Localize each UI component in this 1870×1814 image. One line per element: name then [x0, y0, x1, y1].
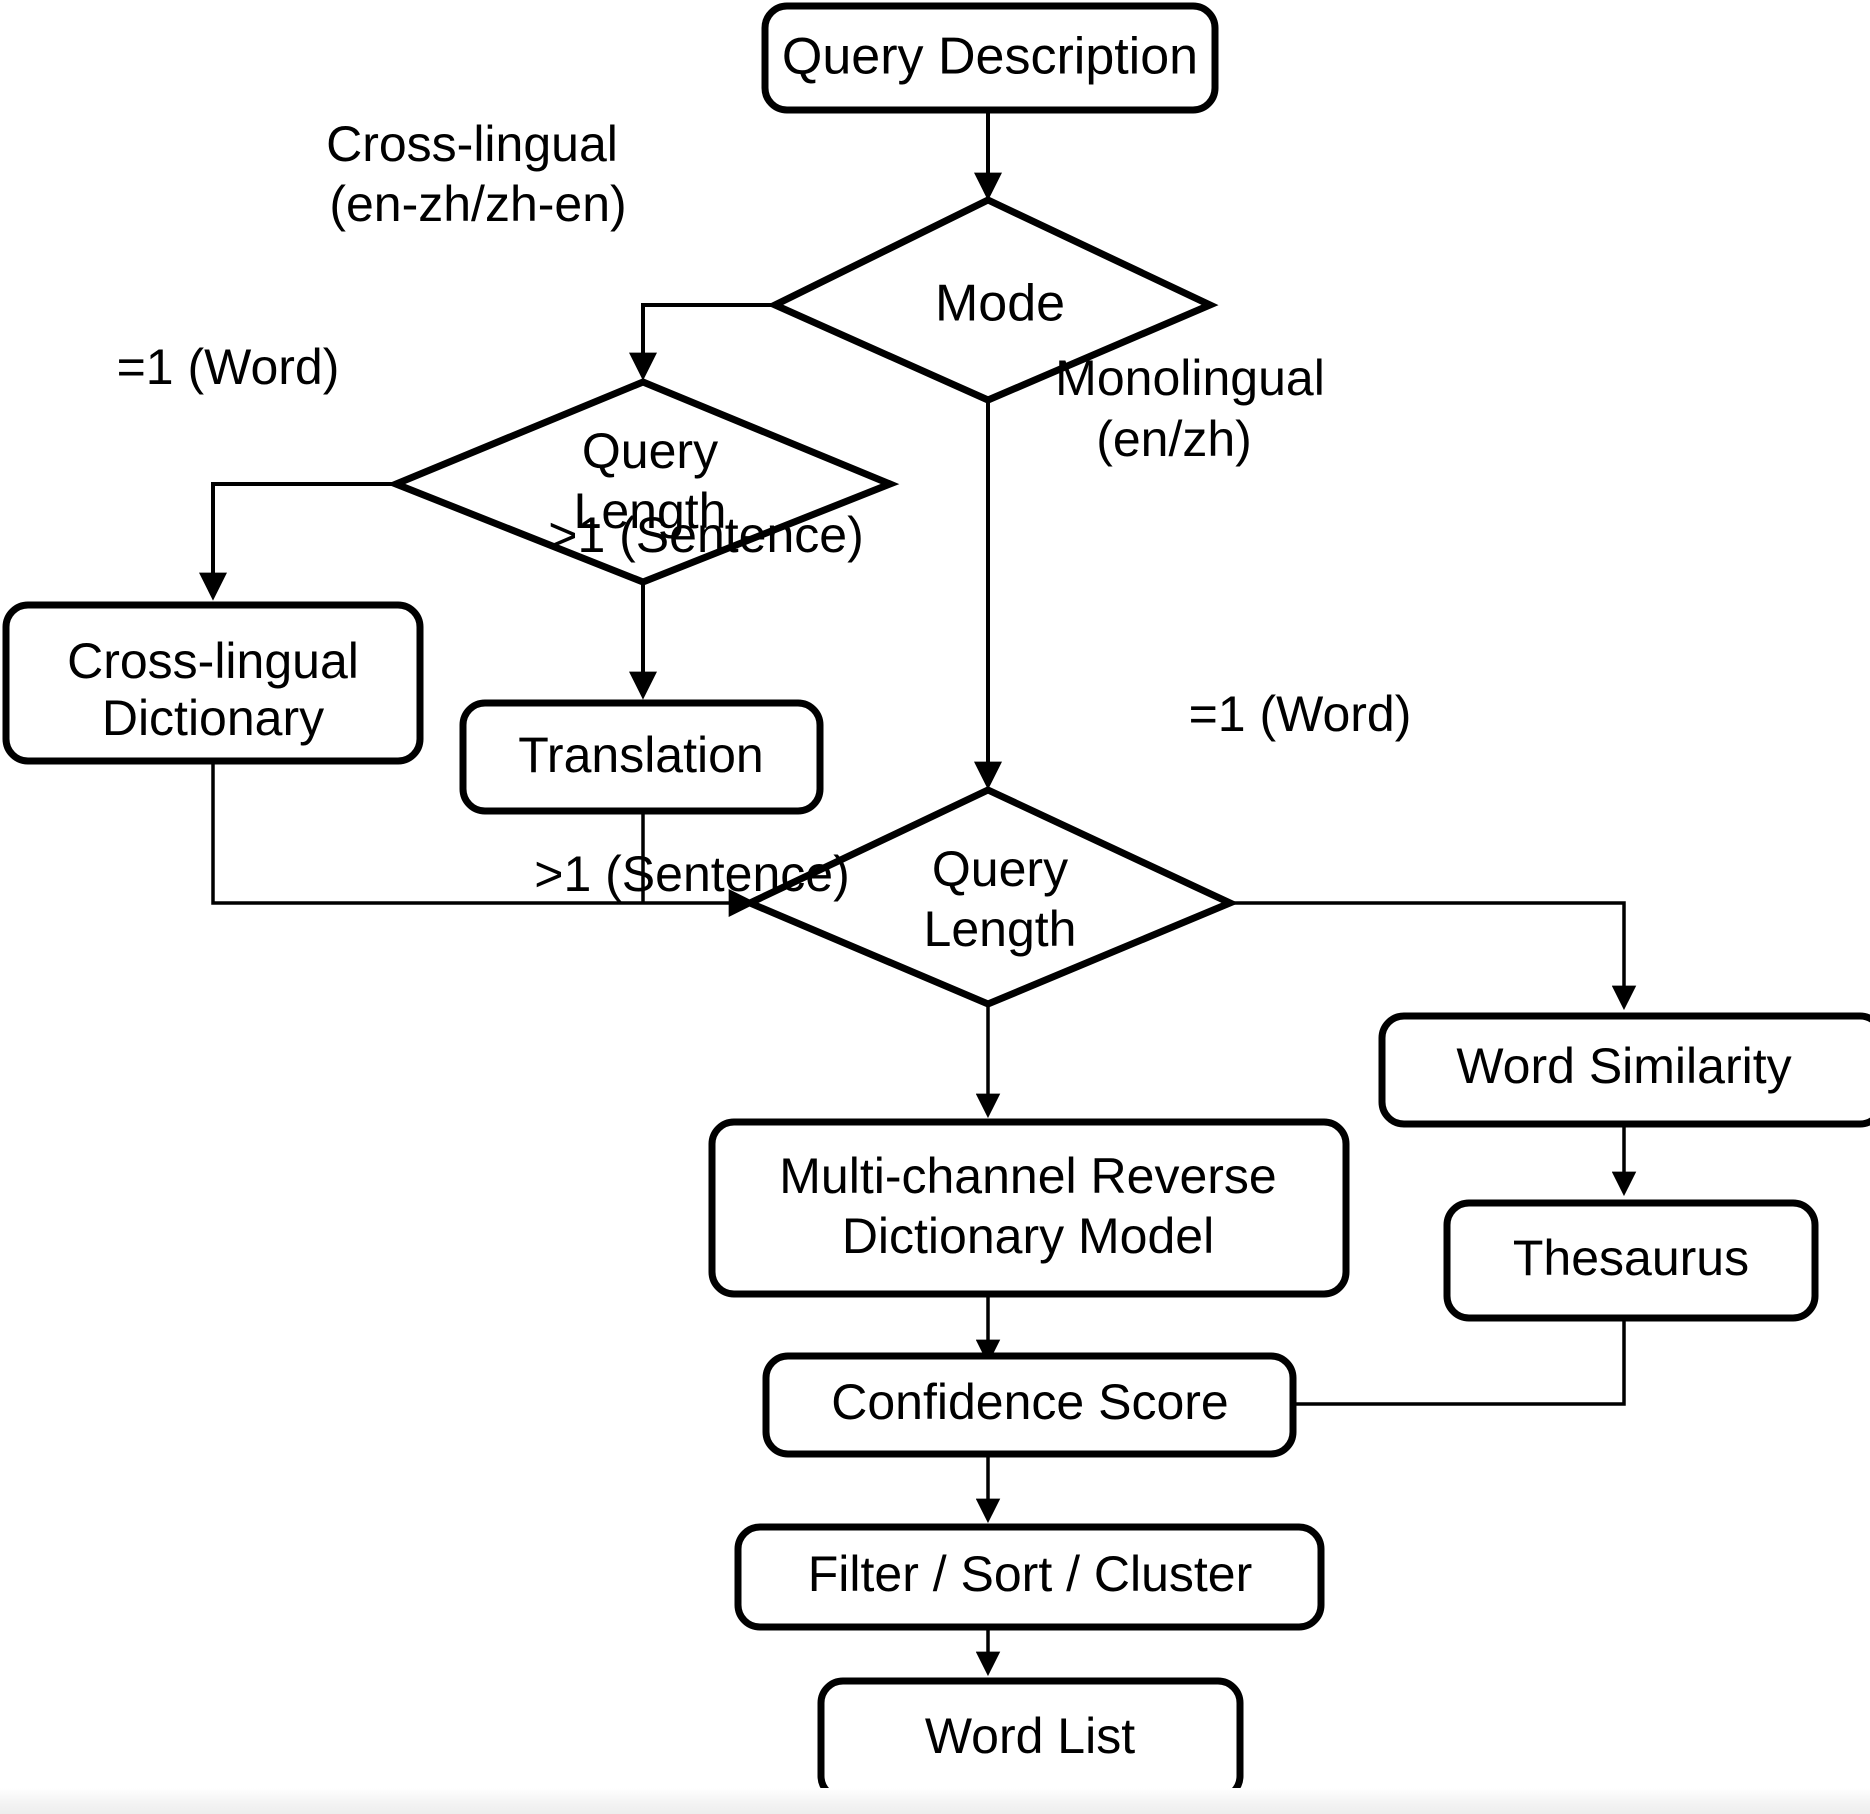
node-word-similarity[interactable]: Word Similarity: [1378, 1012, 1870, 1128]
edge-label-cross-lingual: Cross-lingual (en-zh/zh-en): [326, 116, 627, 232]
node-cross-lingual-dictionary-line1: Cross-lingual: [67, 633, 359, 689]
node-query-length-main-line2: Length: [924, 901, 1077, 957]
node-query-length-left[interactable]: Query Length: [386, 378, 900, 586]
node-translation[interactable]: Translation: [459, 699, 824, 815]
node-query-length-left-line2: Length: [574, 483, 727, 539]
edge-label-sentence-left-text: >1 (Sentence): [548, 507, 863, 563]
node-confidence-score-label: Confidence Score: [831, 1374, 1228, 1430]
edge-mode-to-query-length-left: [629, 303, 775, 381]
node-query-length-main[interactable]: Query Length: [741, 786, 1239, 1008]
node-query-length-main-line1: Query: [932, 841, 1068, 897]
edge-label-sentence-main: >1 (Sentence): [534, 846, 849, 902]
edge-label-cross-lingual-line2: (en-zh/zh-en): [329, 176, 626, 232]
edge-label-monolingual: Monolingual (en/zh): [1055, 350, 1325, 467]
node-word-list-label: Word List: [925, 1708, 1135, 1764]
edge-cross-lingual-dictionary-to-query-length-main: [211, 761, 757, 917]
edge-query-length-main-to-word-similarity: [1228, 901, 1637, 1011]
node-cross-lingual-dictionary-line2: Dictionary: [102, 690, 324, 746]
node-thesaurus-label: Thesaurus: [1513, 1230, 1749, 1286]
node-filter-sort-cluster-label: Filter / Sort / Cluster: [808, 1546, 1253, 1602]
node-word-list[interactable]: Word List: [817, 1677, 1244, 1802]
node-mode-label: Mode: [935, 275, 1065, 333]
edge-label-word-left-text: =1 (Word): [117, 339, 340, 395]
edge-label-word-left: =1 (Word): [117, 339, 340, 395]
node-multi-channel-model-line2: Dictionary Model: [842, 1208, 1214, 1264]
edge-label-sentence-main-text: >1 (Sentence): [534, 846, 849, 902]
node-multi-channel-model-line1: Multi-channel Reverse: [779, 1148, 1276, 1204]
edge-query-length-left-to-cross-lingual-dictionary: [199, 482, 396, 601]
node-multi-channel-reverse-dictionary-model[interactable]: Multi-channel Reverse Dictionary Model: [708, 1118, 1350, 1298]
node-translation-label: Translation: [518, 727, 763, 783]
edge-label-word-right: =1 (Word): [1189, 686, 1412, 742]
node-thesaurus[interactable]: Thesaurus: [1443, 1199, 1819, 1322]
node-query-description-label: Query Description: [782, 28, 1198, 86]
edge-label-monolingual-line1: Monolingual: [1055, 350, 1325, 406]
node-query-description[interactable]: Query Description: [761, 2, 1219, 114]
edge-label-word-right-text: =1 (Word): [1189, 686, 1412, 742]
node-confidence-score[interactable]: Confidence Score: [762, 1352, 1297, 1458]
node-query-length-left-line1: Query: [582, 423, 718, 479]
edge-label-cross-lingual-line1: Cross-lingual: [326, 116, 618, 172]
node-cross-lingual-dictionary[interactable]: Cross-lingual Dictionary: [2, 601, 424, 765]
bottom-edge-strip: [0, 1788, 1870, 1814]
node-word-similarity-label: Word Similarity: [1456, 1038, 1791, 1094]
edge-label-sentence-left: >1 (Sentence): [548, 507, 863, 563]
node-filter-sort-cluster[interactable]: Filter / Sort / Cluster: [734, 1523, 1325, 1631]
edge-thesaurus-to-confidence-score: [1248, 1318, 1626, 1418]
edge-label-monolingual-line2: (en/zh): [1096, 411, 1252, 467]
node-mode[interactable]: Mode: [766, 196, 1219, 404]
